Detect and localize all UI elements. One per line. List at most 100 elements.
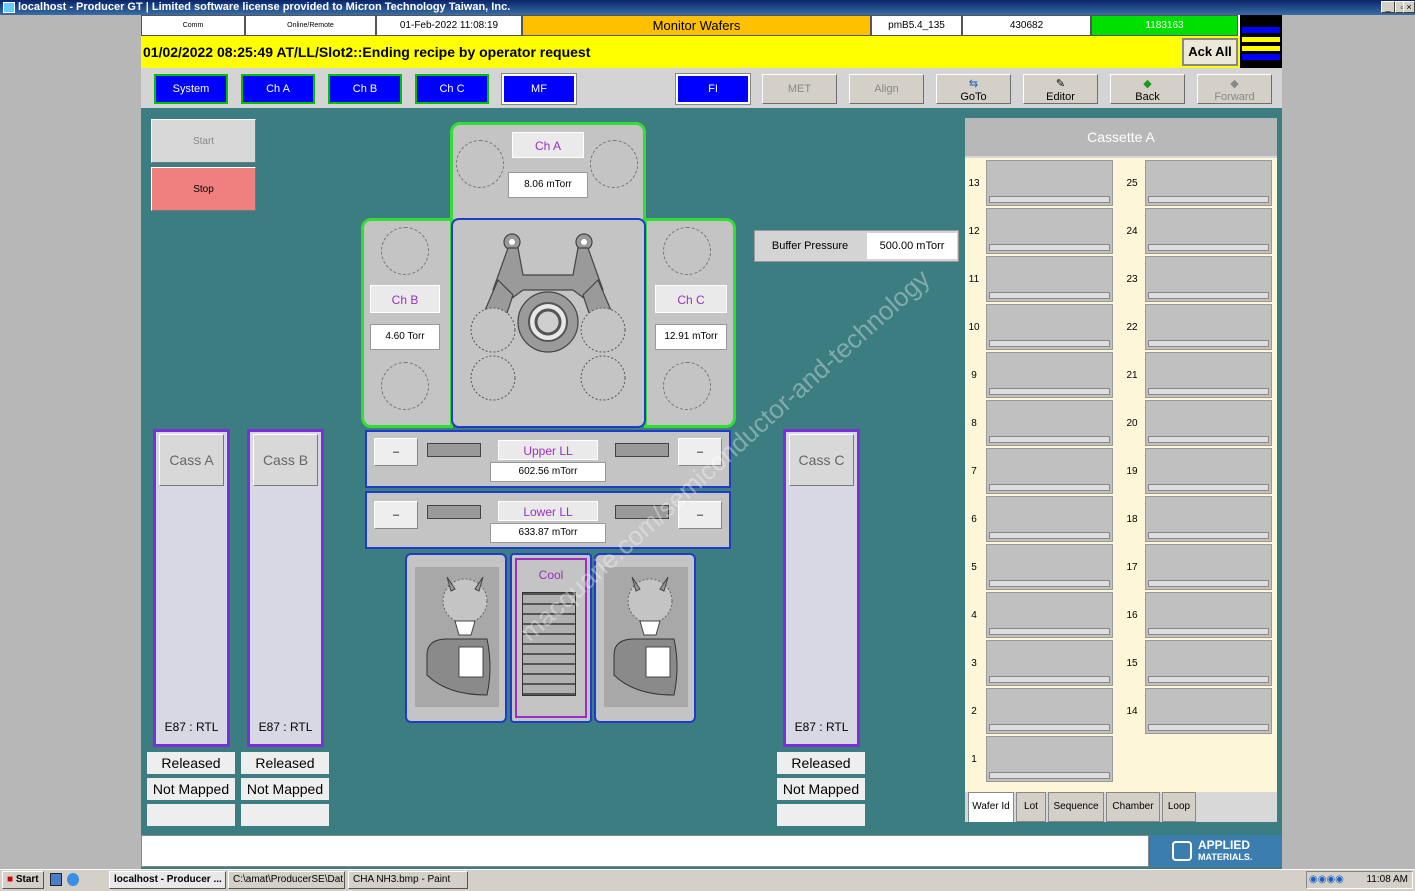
tab-wafer-id[interactable]: Wafer Id: [968, 792, 1014, 822]
cassette-b-blank: [241, 804, 329, 826]
applied-materials-logo: APPLIED MATERIALS.: [1150, 835, 1282, 867]
upper-ll-label[interactable]: Upper LL: [498, 440, 598, 460]
goto-label: GoTo: [960, 91, 987, 103]
wafer-slot[interactable]: [1145, 544, 1272, 590]
wafer-slot[interactable]: [986, 496, 1113, 542]
upper-ll-right-button[interactable]: –: [678, 438, 722, 466]
clock: 11:08 AM: [1366, 874, 1408, 885]
system-button[interactable]: System: [154, 74, 228, 104]
wafer-slot[interactable]: [986, 352, 1113, 398]
wafer-slot[interactable]: [986, 400, 1113, 446]
goto-button[interactable]: ⇆ GoTo: [936, 74, 1011, 104]
chamber-b-pressure: 4.60 Torr: [370, 324, 440, 350]
cassette-b-button[interactable]: Cass B: [253, 434, 318, 486]
desktop-icon[interactable]: [50, 873, 62, 886]
online-status: Online/Remote: [245, 15, 376, 36]
cool-station[interactable]: Cool: [510, 553, 592, 723]
wafer-slot[interactable]: [1145, 352, 1272, 398]
slot-number: 6: [971, 514, 977, 525]
mf-button[interactable]: MF: [501, 73, 577, 105]
transfer-chamber: [451, 218, 646, 428]
wafer-slot[interactable]: [986, 640, 1113, 686]
upper-ll-left-button[interactable]: –: [374, 438, 418, 466]
wafer-slot[interactable]: [986, 256, 1113, 302]
fi-button[interactable]: FI: [675, 73, 751, 105]
cassette-c-button[interactable]: Cass C: [789, 434, 854, 486]
wafer-slot[interactable]: [1145, 688, 1272, 734]
chamber-b-label[interactable]: Ch B: [370, 285, 440, 313]
wafer-slot[interactable]: [986, 304, 1113, 350]
back-button[interactable]: ◆ Back: [1110, 74, 1185, 104]
cha-button[interactable]: Ch A: [241, 74, 315, 104]
wafer-position: [381, 362, 429, 410]
taskbar-item-explorer[interactable]: C:\amat\ProducerSE\Dat...: [228, 871, 345, 889]
chc-button[interactable]: Ch C: [415, 74, 489, 104]
cassette-b-mapped: Not Mapped: [241, 778, 329, 800]
chb-button[interactable]: Ch B: [328, 74, 402, 104]
tab-loop[interactable]: Loop: [1162, 792, 1196, 822]
wafer-slot[interactable]: [1145, 640, 1272, 686]
wafer-slot[interactable]: [986, 448, 1113, 494]
tab-chamber[interactable]: Chamber: [1106, 792, 1160, 822]
status-field-1: 430682: [962, 15, 1091, 36]
upper-ll-pressure: 602.56 mTorr: [490, 462, 606, 482]
editor-button[interactable]: ✎ Editor: [1023, 74, 1098, 104]
wafer-slot[interactable]: [1145, 400, 1272, 446]
robot-icon: [470, 233, 626, 401]
slot-number: 19: [1126, 466, 1138, 477]
wafer-slot[interactable]: [986, 688, 1113, 734]
start-menu-button[interactable]: ■ Start: [2, 871, 44, 889]
cassette-c-e87: E87 : RTL: [794, 720, 849, 734]
back-icon: ◆: [1143, 78, 1152, 90]
buffer-pressure-value: 500.00 mTorr: [867, 233, 957, 259]
tab-sequence[interactable]: Sequence: [1048, 792, 1104, 822]
ack-all-button[interactable]: Ack All: [1182, 38, 1238, 66]
cassette-b-e87: E87 : RTL: [258, 720, 313, 734]
wafer-slot[interactable]: [986, 544, 1113, 590]
lower-ll-label[interactable]: Lower LL: [498, 501, 598, 521]
wafer-slot[interactable]: [1145, 496, 1272, 542]
slot-number: 11: [968, 274, 980, 285]
close-button[interactable]: ×: [1403, 1, 1415, 13]
buffer-pressure-panel: Buffer Pressure 500.00 mTorr: [754, 230, 959, 262]
align-button[interactable]: Align: [849, 74, 924, 104]
forward-button[interactable]: ◆ Forward: [1197, 74, 1272, 104]
status-field-2: 1183163: [1091, 15, 1238, 36]
chamber-a-label[interactable]: Ch A: [512, 132, 584, 158]
chamber-c-pressure: 12.91 mTorr: [655, 324, 727, 350]
fi-robot-right: [594, 553, 696, 723]
slot-number: 10: [968, 322, 980, 333]
wafer-slot[interactable]: [986, 592, 1113, 638]
taskbar-item-producer[interactable]: localhost - Producer ...: [109, 871, 226, 889]
wafer-slot[interactable]: [1145, 256, 1272, 302]
taskbar-item-paint[interactable]: CHA NH3.bmp - Paint: [348, 871, 468, 889]
cool-label: Cool: [538, 568, 564, 582]
cassette-a-mapped: Not Mapped: [147, 778, 235, 800]
lower-ll-right-button[interactable]: –: [678, 501, 722, 529]
minimize-button[interactable]: _: [1381, 1, 1395, 13]
alarm-indicator: [1240, 15, 1282, 68]
cassette-a-button[interactable]: Cass A: [159, 434, 224, 486]
wafer-slot[interactable]: [1145, 592, 1272, 638]
wafer-slot[interactable]: [986, 208, 1113, 254]
browser-icon[interactable]: [67, 873, 79, 886]
lower-ll-left-button[interactable]: –: [374, 501, 418, 529]
forward-icon: ◆: [1230, 78, 1239, 90]
wafer-slot[interactable]: [1145, 448, 1272, 494]
slot-number: 20: [1126, 418, 1138, 429]
wafer-slot[interactable]: [1145, 208, 1272, 254]
lower-ll-slot-bar: [615, 505, 669, 519]
stop-button[interactable]: Stop: [151, 167, 256, 211]
wafer-slot[interactable]: [986, 160, 1113, 206]
start-button[interactable]: Start: [151, 119, 256, 163]
met-button[interactable]: MET: [762, 74, 837, 104]
slot-number: 17: [1126, 562, 1138, 573]
wafer-slot[interactable]: [1145, 160, 1272, 206]
wafer-slot[interactable]: [1145, 304, 1272, 350]
datetime: 01-Feb-2022 11:08:19: [376, 15, 522, 36]
wafer-slot[interactable]: [986, 736, 1113, 782]
slot-number: 12: [968, 226, 980, 237]
tab-lot[interactable]: Lot: [1016, 792, 1046, 822]
chamber-c-label[interactable]: Ch C: [655, 285, 727, 313]
slot-number: 8: [971, 418, 977, 429]
